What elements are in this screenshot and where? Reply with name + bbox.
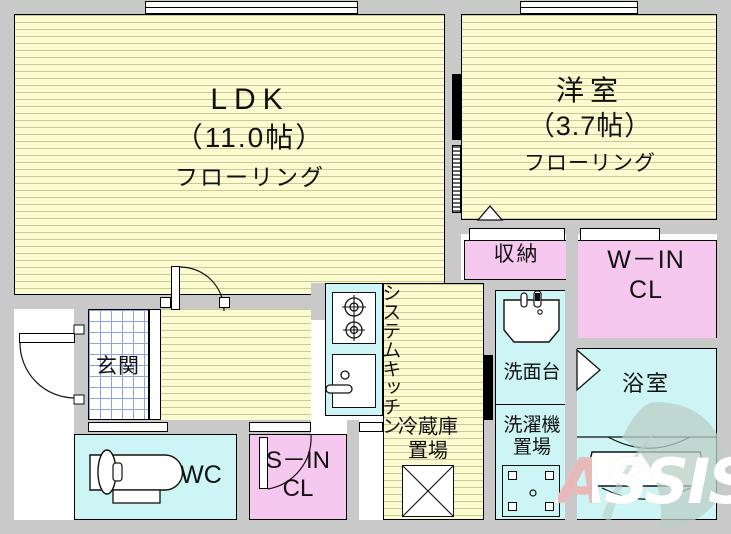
washing-pan-corner-tr bbox=[545, 471, 554, 480]
sliding-door-track bbox=[452, 145, 461, 213]
entrance-door-leaf[interactable] bbox=[19, 333, 75, 343]
room-senmen bbox=[495, 290, 567, 406]
kitchen-sink bbox=[332, 354, 376, 408]
sliding-door-ldk-yoshitsu[interactable] bbox=[452, 74, 461, 140]
corridor-floor bbox=[161, 309, 311, 420]
room-yokushitsu bbox=[575, 348, 717, 520]
wall-above-bath bbox=[575, 338, 717, 350]
sincl-door-leaf[interactable] bbox=[259, 437, 268, 489]
jamb-nub-b bbox=[160, 297, 171, 308]
wall-wc-sincl bbox=[237, 420, 249, 520]
washing-pan-corner-br bbox=[545, 502, 554, 511]
room-wc bbox=[74, 434, 237, 520]
window-yoshitsu-north-mullion bbox=[520, 7, 638, 8]
room-yoshitsu bbox=[461, 14, 717, 220]
door-jamb-sincl bbox=[249, 422, 311, 432]
ldk-door-leaf[interactable] bbox=[171, 266, 180, 310]
room-ldk bbox=[14, 14, 445, 295]
refrigerator-space bbox=[402, 465, 454, 517]
gas-stove bbox=[332, 292, 376, 344]
wall-kitchen-left bbox=[311, 283, 325, 320]
room-wincl bbox=[575, 240, 717, 340]
exterior-wall-right bbox=[717, 0, 731, 534]
wall-sincl-right bbox=[347, 420, 359, 520]
room-shuno bbox=[464, 240, 569, 280]
wall-right-of-senmen bbox=[565, 290, 577, 520]
exterior-wall-bottom bbox=[0, 520, 731, 534]
agarikamachi-step bbox=[149, 309, 161, 420]
corridor-sliding-door[interactable] bbox=[359, 422, 383, 432]
room-genkan bbox=[88, 309, 149, 420]
door-senmen-entry[interactable] bbox=[484, 355, 493, 420]
wall-genkan-left bbox=[74, 309, 88, 420]
window-ldk-north-mullion bbox=[145, 7, 358, 8]
door-jamb-wc bbox=[88, 422, 168, 432]
jamb-nub-a bbox=[219, 297, 230, 308]
washing-pan-corner-bl bbox=[508, 502, 517, 511]
washing-pan-corner-tl bbox=[508, 471, 517, 480]
exterior-wall-left bbox=[0, 0, 14, 534]
